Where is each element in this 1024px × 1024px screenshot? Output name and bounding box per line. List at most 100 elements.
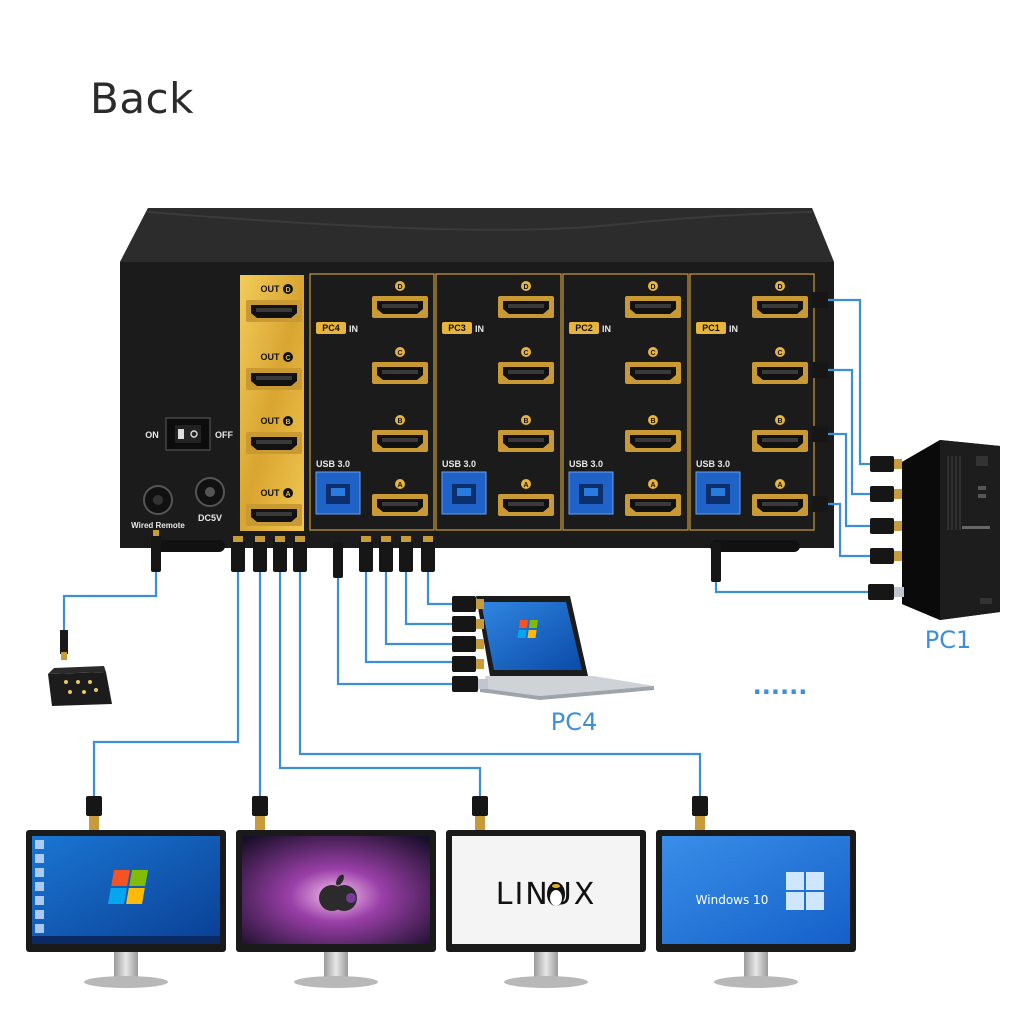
group-name-label: PC1 — [702, 323, 720, 333]
input-group-pc1: PC1 IN D C B A USB 3.0 — [689, 273, 815, 531]
out-plugs — [151, 530, 721, 582]
monitor-1 — [26, 796, 226, 988]
svg-text:C: C — [397, 350, 402, 357]
usb-3-port[interactable] — [315, 471, 361, 515]
input-port-letter: A — [395, 479, 405, 489]
out-hdmi-port[interactable] — [246, 300, 302, 322]
group-name-label: PC2 — [575, 323, 593, 333]
svg-text:A: A — [523, 482, 528, 489]
input-port-letter: A — [521, 479, 531, 489]
svg-text:A: A — [285, 491, 290, 498]
input-port-letter: D — [775, 281, 785, 291]
group-in-label: IN — [602, 324, 611, 334]
wired-remote-label: Wired Remote — [131, 521, 185, 530]
group-in-label: IN — [475, 324, 484, 334]
input-hdmi-port-a[interactable] — [625, 494, 681, 516]
out-port-letter: C — [283, 352, 293, 362]
out-hdmi-port[interactable] — [246, 368, 302, 390]
svg-text:B: B — [523, 418, 528, 425]
group-name-label: PC3 — [448, 323, 466, 333]
power-switch[interactable] — [165, 417, 211, 451]
input-hdmi-port-a[interactable] — [752, 494, 808, 516]
usb-3-port[interactable] — [441, 471, 487, 515]
input-hdmi-port-a[interactable] — [498, 494, 554, 516]
input-hdmi-port-b[interactable] — [752, 430, 808, 452]
out-port-label: OUT — [261, 488, 281, 498]
input-hdmi-port-c[interactable] — [372, 362, 428, 384]
input-hdmi-port-b[interactable] — [625, 430, 681, 452]
out-port-label: OUT — [261, 284, 281, 294]
input-group-pc4: PC4 IN D C B A USB 3.0 — [309, 273, 435, 531]
wired-remote-controller[interactable] — [48, 630, 112, 706]
input-hdmi-port-d[interactable] — [498, 296, 554, 318]
svg-text:B: B — [285, 419, 290, 426]
input-hdmi-port-a[interactable] — [372, 494, 428, 516]
svg-text:B: B — [777, 418, 782, 425]
input-hdmi-port-c[interactable] — [752, 362, 808, 384]
usb-label: USB 3.0 — [569, 459, 603, 469]
svg-text:D: D — [777, 284, 782, 291]
pc1-connectors — [868, 456, 904, 600]
out-port-letter: B — [283, 416, 293, 426]
monitors: LINUX Windows 10 — [26, 796, 856, 988]
svg-text:C: C — [523, 350, 528, 357]
windows-logo-icon — [786, 872, 824, 910]
power-label: DC5V — [198, 513, 222, 523]
apple-icon — [319, 874, 357, 911]
switch-off-label: OFF — [215, 430, 233, 440]
input-port-letter: B — [395, 415, 405, 425]
input-hdmi-port-b[interactable] — [372, 430, 428, 452]
input-hdmi-port-d[interactable] — [625, 296, 681, 318]
out-port-letter: D — [283, 284, 293, 294]
input-port-letter: A — [648, 479, 658, 489]
dc-power-jack[interactable] — [195, 477, 225, 507]
input-hdmi-port-c[interactable] — [625, 362, 681, 384]
input-port-groups: PC4 IN D C B A USB 3.0 PC3 IN D C B A USB 3.0 PC2 IN D C B… — [309, 273, 815, 531]
pc1-side-plugs — [812, 292, 828, 512]
linux-logo-text: LINUX — [496, 877, 597, 912]
svg-text:A: A — [397, 482, 402, 489]
pc1-label: PC1 — [925, 626, 972, 654]
input-hdmi-port-b[interactable] — [498, 430, 554, 452]
monitor-2 — [236, 796, 436, 988]
usb-label: USB 3.0 — [696, 459, 730, 469]
monitor-3: LINUX — [446, 796, 646, 988]
svg-text:B: B — [397, 418, 402, 425]
out-port-letter: A — [283, 488, 293, 498]
input-port-letter: B — [521, 415, 531, 425]
svg-text:C: C — [650, 350, 655, 357]
input-hdmi-port-d[interactable] — [372, 296, 428, 318]
more-computers-ellipsis: ...... — [753, 672, 808, 700]
svg-text:A: A — [777, 482, 782, 489]
usb-3-port[interactable] — [568, 471, 614, 515]
usb-label: USB 3.0 — [442, 459, 476, 469]
monitor-4: Windows 10 — [656, 796, 856, 988]
input-port-letter: C — [775, 347, 785, 357]
usb-label: USB 3.0 — [316, 459, 350, 469]
group-in-label: IN — [349, 324, 358, 334]
out-hdmi-port[interactable] — [246, 432, 302, 454]
pc4-label: PC4 — [551, 708, 598, 736]
input-hdmi-port-c[interactable] — [498, 362, 554, 384]
input-port-letter: D — [395, 281, 405, 291]
svg-text:D: D — [397, 284, 402, 291]
group-in-label: IN — [729, 324, 738, 334]
input-hdmi-port-d[interactable] — [752, 296, 808, 318]
pc1-tower — [902, 440, 1000, 620]
input-port-letter: B — [775, 415, 785, 425]
input-port-letter: B — [648, 415, 658, 425]
usb-3-port[interactable] — [695, 471, 741, 515]
wired-remote-jack[interactable] — [143, 485, 173, 515]
out-hdmi-port[interactable] — [246, 504, 302, 526]
svg-text:B: B — [650, 418, 655, 425]
input-port-letter: C — [395, 347, 405, 357]
input-port-letter: A — [775, 479, 785, 489]
page-heading: Back — [90, 74, 194, 123]
input-port-letter: C — [648, 347, 658, 357]
pc4-connectors — [452, 596, 488, 692]
group-name-label: PC4 — [322, 323, 340, 333]
